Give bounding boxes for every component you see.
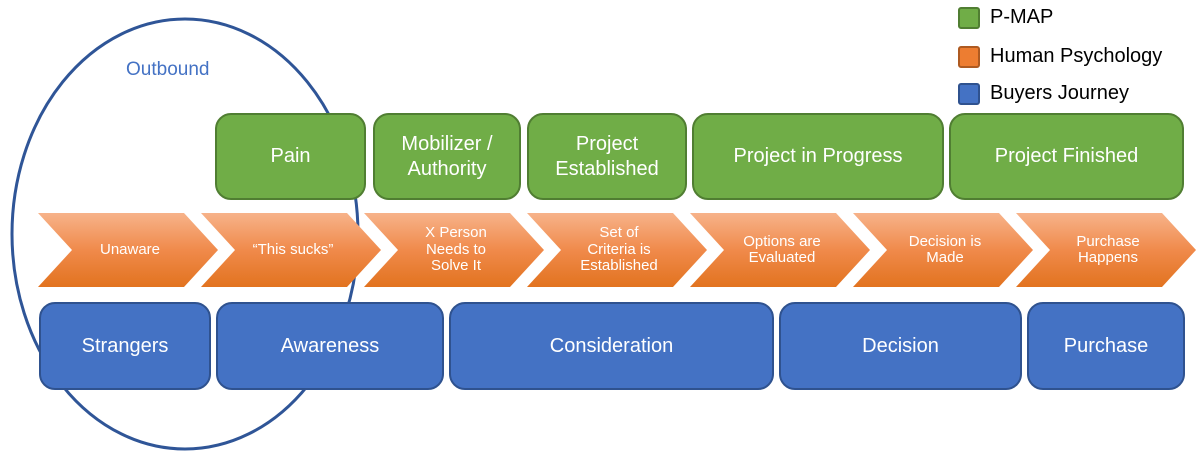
chevron-label-set-of-criteria: Set of Criteria is Established	[580, 224, 658, 275]
pmap-box-pain: Pain	[215, 113, 366, 200]
legend-swatch-orange	[958, 45, 980, 68]
pmap-box-mobilizer: Mobilizer / Authority	[373, 113, 521, 200]
chevron-label-options-evaluated: Options are Evaluated	[743, 232, 821, 266]
chevron-x-person	[364, 213, 544, 287]
journey-box-awareness: Awareness	[216, 302, 444, 390]
pmap-box-project-finished: Project Finished	[949, 113, 1184, 200]
chevron-purchase-happens	[1016, 213, 1196, 287]
journey-box-decision: Decision	[779, 302, 1022, 390]
journey-box-strangers: Strangers	[39, 302, 211, 390]
chevron-label-unaware: Unaware	[99, 240, 161, 258]
legend-swatch-blue	[958, 82, 980, 105]
legend-item-psychology: Human Psychology	[958, 45, 1162, 68]
legend-item-journey: Buyers Journey	[958, 82, 1129, 105]
pmap-box-project-established: Project Established	[527, 113, 687, 200]
chevron-label-decision-made: Decision is Made	[908, 232, 982, 266]
journey-box-purchase: Purchase	[1027, 302, 1185, 390]
chevron-this-sucks	[201, 213, 381, 287]
chevron-set-of-criteria	[527, 213, 707, 287]
chevron-label-x-person: X Person Needs to Solve It	[425, 224, 487, 275]
chevron-options-evaluated	[690, 213, 870, 287]
chevron-unaware	[38, 213, 218, 287]
chevron-decision-made	[853, 213, 1033, 287]
legend-label: Buyers Journey	[990, 82, 1129, 104]
chevron-label-this-sucks: “This sucks”	[252, 240, 334, 258]
legend-item-pmap: P-MAP	[958, 6, 1053, 29]
journey-box-consideration: Consideration	[449, 302, 774, 390]
legend-label: P-MAP	[990, 6, 1054, 28]
outbound-label: Outbound	[126, 59, 210, 80]
chevron-label-purchase-happens: Purchase Happens	[1076, 232, 1140, 266]
pmap-box-project-in-progress: Project in Progress	[692, 113, 944, 200]
legend-label: Human Psychology	[990, 45, 1163, 67]
legend-swatch-green	[958, 6, 980, 29]
